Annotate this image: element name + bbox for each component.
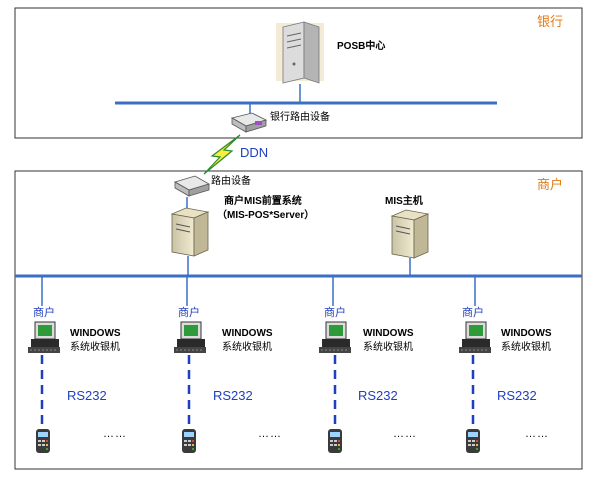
ddn-label: DDN bbox=[240, 145, 269, 160]
cash-register-icon bbox=[174, 321, 206, 353]
mis-host-server-icon bbox=[390, 209, 430, 259]
bank-router-icon bbox=[230, 112, 268, 133]
terminal-os-label: WINDOWS bbox=[70, 328, 121, 339]
terminal-2 bbox=[174, 277, 206, 453]
terminal-os-label: WINDOWS bbox=[222, 328, 273, 339]
terminal-os-label: WINDOWS bbox=[363, 328, 414, 339]
cash-register-icon bbox=[28, 321, 60, 353]
pinpad-icon bbox=[182, 429, 196, 453]
terminal-tag: 商户 bbox=[324, 307, 346, 319]
terminal-tag: 商户 bbox=[462, 307, 484, 319]
bank-zone-box bbox=[14, 7, 583, 139]
bank-router-label: 银行路由设备 bbox=[270, 112, 330, 123]
posb-server-label: POSB中心 bbox=[337, 41, 386, 52]
terminal-more-label: …… bbox=[525, 428, 549, 440]
terminal-tag: 商户 bbox=[33, 307, 55, 319]
mis-front-server-title: 商户MIS前置系统 bbox=[224, 196, 302, 207]
terminal-link-label: RS232 bbox=[497, 388, 537, 403]
ddn-link bbox=[203, 134, 241, 175]
terminal-1 bbox=[28, 277, 60, 453]
mis-front-server-subtitle: （MIS-POS*Server） bbox=[217, 210, 315, 221]
terminal-more-label: …… bbox=[258, 428, 282, 440]
terminal-4 bbox=[459, 277, 491, 453]
terminal-link-label: RS232 bbox=[358, 388, 398, 403]
merchant-router-label: 路由设备 bbox=[211, 176, 251, 187]
mis-front-server-icon bbox=[170, 207, 210, 257]
pinpad-icon bbox=[36, 429, 50, 453]
terminal-desc-label: 系统收银机 bbox=[501, 342, 551, 353]
terminal-more-label: …… bbox=[103, 428, 127, 440]
cash-register-icon bbox=[319, 321, 351, 353]
cash-register-icon bbox=[459, 321, 491, 353]
mis-host-label: MIS主机 bbox=[385, 196, 423, 207]
posb-server-icon bbox=[276, 21, 324, 84]
terminal-desc-label: 系统收银机 bbox=[70, 342, 120, 353]
terminal-link-label: RS232 bbox=[67, 388, 107, 403]
pinpad-icon bbox=[328, 429, 342, 453]
terminal-more-label: …… bbox=[393, 428, 417, 440]
merchant-zone-box bbox=[14, 170, 583, 470]
bank-zone-label: 银行 bbox=[537, 14, 564, 29]
terminal-os-label: WINDOWS bbox=[501, 328, 552, 339]
merchant-zone-label: 商户 bbox=[537, 177, 564, 192]
pinpad-icon bbox=[466, 429, 480, 453]
merchant-router-icon bbox=[173, 175, 211, 197]
terminal-3 bbox=[319, 277, 351, 453]
terminal-desc-label: 系统收银机 bbox=[222, 342, 272, 353]
terminal-tag: 商户 bbox=[178, 307, 200, 319]
terminal-desc-label: 系统收银机 bbox=[363, 342, 413, 353]
terminal-link-label: RS232 bbox=[213, 388, 253, 403]
